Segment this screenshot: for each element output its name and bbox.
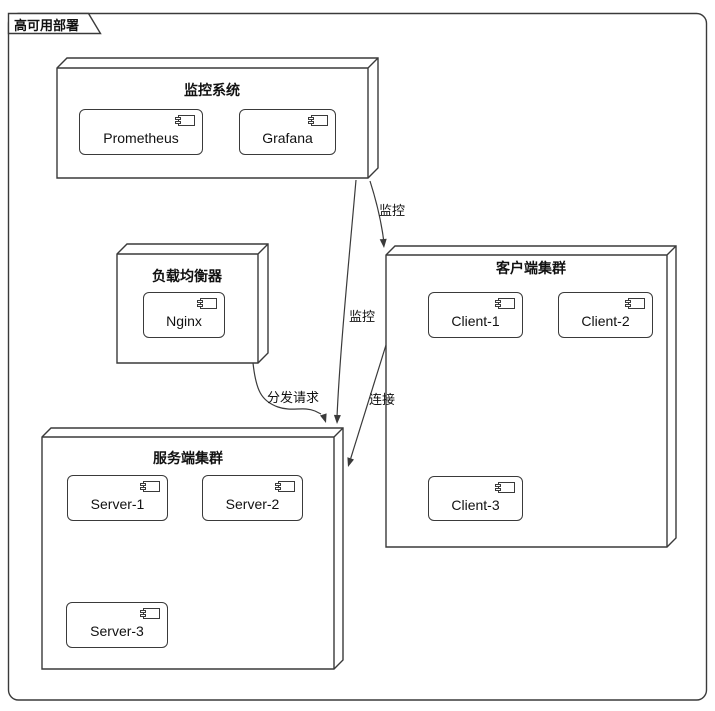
- edge-monitoring-to-servers: [336, 179, 357, 418]
- component-icon-tab: [494, 483, 501, 487]
- component-grafana: Grafana: [239, 109, 336, 155]
- node-title-loadbalancer: 负载均衡器: [152, 268, 222, 284]
- component-label: Client-2: [581, 313, 630, 329]
- component-icon-tab: [494, 299, 501, 303]
- component-label: Grafana: [262, 130, 313, 146]
- component-prometheus: Prometheus: [79, 109, 203, 155]
- component-nginx: Nginx: [143, 292, 225, 338]
- edge-label-monitor-clients: 监控: [379, 203, 406, 218]
- component-icon-tab: [196, 299, 203, 303]
- edge-clients-to-servers: [350, 344, 387, 459]
- component-icon-tab: [139, 482, 146, 486]
- edge-monitoring-to-clients: [369, 180, 385, 244]
- component-icon: [494, 298, 515, 309]
- arrowhead-monitoring-to-servers: [333, 414, 341, 424]
- edge-loadbalancer-to-servers: [252, 362, 322, 415]
- arrowhead-loadbalancer-to-servers: [320, 413, 327, 423]
- frame-title: 高可用部署: [14, 18, 80, 33]
- node-box-monitoring-edges: [57, 57, 379, 178]
- component-icon-tab: [139, 487, 146, 491]
- component-icon: [494, 482, 515, 493]
- component-icon-tab: [139, 614, 146, 618]
- node-box-clients-edges: [386, 245, 677, 547]
- component-label: Client-3: [451, 496, 500, 513]
- node-title-clients: 客户端集群: [496, 260, 566, 276]
- node-title-servers: 服务端集群: [153, 450, 223, 466]
- component-icon: [624, 298, 645, 309]
- component-icon-tab: [174, 116, 181, 120]
- component-icon-tab: [494, 304, 501, 308]
- component-server-2: Server-2: [202, 475, 303, 521]
- component-label: Prometheus: [103, 130, 179, 146]
- component-client-3: Client-3: [428, 476, 523, 521]
- component-icon: [139, 608, 160, 619]
- component-label: Client-1: [451, 313, 500, 329]
- edge-label-dispatch-requests: 分发请求: [267, 390, 320, 405]
- component-icon-tab: [174, 121, 181, 125]
- component-icon-tab: [307, 116, 314, 120]
- component-label: Nginx: [166, 313, 202, 329]
- component-icon: [274, 481, 295, 492]
- component-icon: [174, 115, 195, 126]
- edge-label-connect: 连接: [369, 392, 396, 407]
- node-title-monitoring: 监控系统: [184, 82, 240, 98]
- arrowhead-clients-to-servers: [347, 457, 354, 467]
- component-label: Server-2: [225, 496, 280, 512]
- frame-tab: [7, 12, 102, 35]
- component-icon: [196, 298, 217, 309]
- component-icon-tab: [196, 304, 203, 308]
- component-icon-tab: [494, 488, 501, 492]
- component-icon-tab: [307, 121, 314, 125]
- edge-label-monitor-servers: 监控: [349, 309, 376, 324]
- component-label: Server-1: [90, 496, 145, 512]
- component-icon-tab: [624, 304, 631, 308]
- component-server-1: Server-1: [67, 475, 168, 521]
- component-icon-tab: [274, 487, 281, 491]
- component-icon: [139, 481, 160, 492]
- component-icon-tab: [624, 299, 631, 303]
- node-box-loadbalancer-edges: [117, 243, 269, 363]
- component-server-3: Server-3: [66, 602, 168, 648]
- component-icon-tab: [274, 482, 281, 486]
- component-icon-tab: [139, 609, 146, 613]
- component-icon: [307, 115, 328, 126]
- component-label: Server-3: [90, 623, 144, 639]
- component-client-2: Client-2: [558, 292, 653, 338]
- component-client-1: Client-1: [428, 292, 523, 338]
- arrowhead-monitoring-to-clients: [379, 238, 387, 248]
- node-box-servers-edges: [42, 427, 344, 669]
